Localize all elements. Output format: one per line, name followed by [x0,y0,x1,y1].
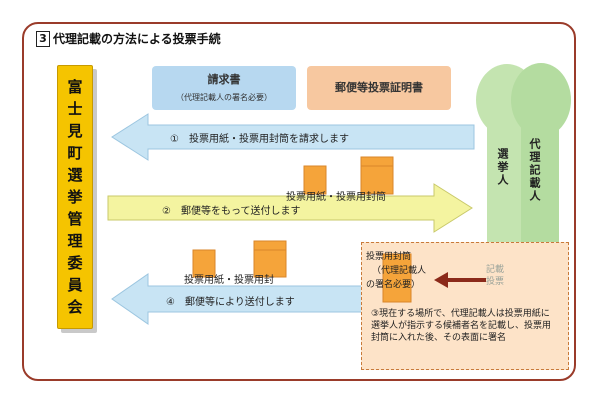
step2-items-label: 投票用紙・投票用封筒 [286,192,386,203]
step2-label: ② 郵便等をもって送付します [162,206,301,217]
sidebar-char: 管 [67,210,83,228]
sidebar-char: 選 [67,166,83,184]
sidebar-char: 挙 [67,188,83,206]
package-icon [192,240,287,278]
step3-note-text: ③現在する場所で、代理記載人は投票用紙に選挙人が指示する候補者名を記載し、投票用… [371,309,552,343]
faded-text: 記載 投票 [486,264,504,288]
sidebar-char: 員 [67,276,83,294]
step1-label: ① 投票用紙・投票用封筒を請求します [170,134,349,145]
request-arrow [111,113,475,161]
sidebar-char: 見 [67,122,83,140]
faded-text-line2: 投票 [486,277,505,287]
election-committee-bar: 富士見町選挙管理委員会 [57,65,93,329]
voter-label: 選挙人 [496,148,509,187]
envelope-note-line1: 投票用封筒 [366,252,412,262]
request-form-note: （代理記載人の署名必要） [176,93,272,102]
postal-voting-certificate-box: 郵便等投票証明書 [307,66,451,110]
request-form-title: 請求書 [207,73,241,86]
step4-label: ④ 郵便等により送付します [166,297,295,308]
title-number: 3 [36,30,50,47]
title-text: 代理記載の方法による投票手続 [53,32,221,46]
sidebar-char: 士 [67,100,83,118]
page-title: 3 代理記載の方法による投票手続 [36,30,221,47]
envelope-note-line3: の署名必要） [366,280,421,290]
step4-items-label: 投票用紙・投票用封 [184,275,274,286]
request-form-box: 請求書 （代理記載人の署名必要） [152,66,296,110]
proxy-arrow-icon [434,272,486,288]
proxy-label: 代理記載人 [528,138,541,203]
sidebar-char: 会 [67,298,83,316]
sidebar-char: 理 [67,232,83,250]
faded-text-line1: 記載 [486,265,505,275]
envelope-note-line2: （代理記載人 [372,266,427,276]
sidebar-char: 委 [67,254,83,272]
return-arrow [111,273,365,325]
sidebar-char: 町 [67,144,83,162]
sidebar-char: 富 [67,78,83,96]
send-arrow [107,183,473,233]
envelope-package-icon [382,253,412,303]
package-icon [303,156,394,195]
envelope-note: 投票用封筒 （代理記載人 の署名必要） [366,250,426,292]
